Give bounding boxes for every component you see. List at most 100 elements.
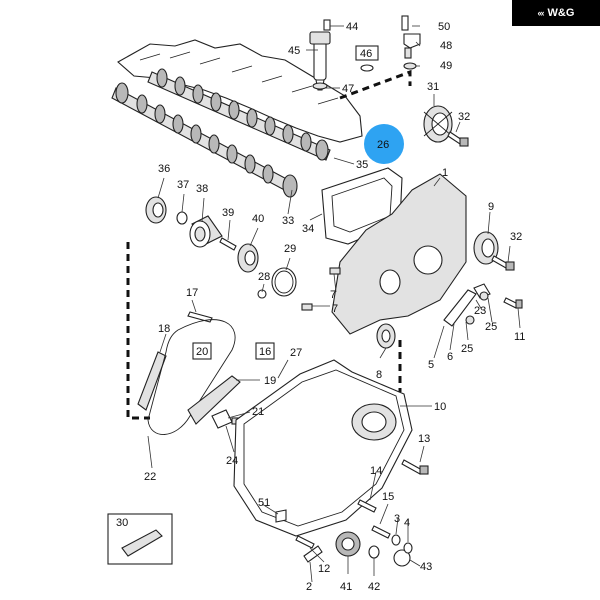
callout-43: 43 (420, 561, 432, 573)
callout-11: 11 (514, 331, 525, 343)
callout-40: 40 (252, 213, 264, 225)
callout-25-lower: 25 (461, 343, 473, 355)
callout-17: 17 (186, 287, 198, 299)
callout-14: 14 (370, 465, 382, 477)
callout-32-upper: 32 (458, 111, 470, 123)
callout-12: 12 (318, 563, 330, 575)
callout-22: 22 (144, 471, 156, 483)
sealant-box-30 (107, 513, 173, 565)
callout-46: 46 (360, 48, 372, 60)
callout-42: 42 (368, 581, 380, 593)
callout-20: 20 (196, 346, 208, 358)
sprocket-36 (145, 196, 167, 224)
bolt-12 (295, 535, 315, 549)
callout-18: 18 (158, 323, 170, 335)
callout-50: 50 (438, 21, 450, 33)
camshaft-upper (147, 68, 331, 161)
tensioner-23-25 (465, 283, 491, 325)
callout-32-lower: 32 (510, 231, 522, 243)
camshaft-lower (111, 82, 298, 198)
callout-25-upper: 25 (485, 321, 497, 333)
brand-logo: ‹‹‹ W&G (512, 0, 600, 26)
callout-21: 21 (252, 406, 264, 418)
bolt-14-15 (357, 499, 391, 539)
bracket-5 (443, 289, 477, 327)
bolt-13 (401, 459, 429, 475)
bracket-51 (275, 509, 287, 523)
callout-35: 35 (356, 159, 368, 171)
callout-33: 33 (282, 215, 294, 227)
callout-49: 49 (440, 60, 452, 72)
callout-36: 36 (158, 163, 170, 175)
kit-box-46 (355, 45, 379, 72)
kit-boundary-top (339, 69, 412, 100)
ring-42 (368, 545, 380, 559)
callout-28: 28 (258, 271, 270, 283)
clip-28 (257, 289, 267, 299)
callout-45: 45 (288, 45, 300, 57)
seal-43 (393, 549, 411, 567)
callout-6: 6 (447, 351, 453, 363)
rail-17 (187, 311, 213, 323)
sensor (401, 15, 421, 70)
callout-34: 34 (302, 223, 314, 235)
sprocket-9 (473, 231, 499, 265)
callout-41: 41 (340, 581, 352, 593)
callout-10: 10 (434, 401, 446, 413)
callout-16-box (255, 342, 275, 360)
callout-15: 15 (382, 491, 394, 503)
bearing-38 (189, 215, 223, 248)
callout-26: 26 (377, 139, 389, 151)
bolt-11 (503, 297, 523, 309)
callout-29: 29 (284, 243, 296, 255)
washers-3-4 (391, 534, 413, 554)
callout-51: 51 (258, 497, 270, 509)
callout-1: 1 (442, 167, 448, 179)
dowel-7 (301, 267, 341, 311)
callout-9: 9 (488, 201, 494, 213)
oring-29 (271, 267, 297, 297)
callout-44: 44 (346, 21, 358, 33)
callout-7-lower: 7 (332, 303, 338, 315)
timing-chain-20 (147, 319, 236, 435)
callout-38: 38 (196, 183, 208, 195)
vvt-sprocket-31 (423, 105, 453, 143)
guide-18 (137, 351, 167, 411)
brand-mark-icon: ‹‹‹ (537, 8, 545, 18)
callout-23: 23 (474, 305, 486, 317)
seal-ring-47 (312, 82, 328, 90)
callout-37: 37 (177, 179, 189, 191)
callout-4: 4 (404, 517, 410, 529)
callout-39: 39 (222, 207, 234, 219)
callout-5: 5 (428, 359, 434, 371)
sprocket-8 (376, 323, 396, 349)
seal-41 (335, 531, 361, 557)
callout-31: 31 (427, 81, 439, 93)
bolt-39 (219, 237, 237, 251)
timing-cover-upper (331, 173, 467, 335)
callout-27: 27 (290, 347, 302, 359)
bolt-2 (303, 545, 323, 563)
leader-lines (147, 25, 521, 583)
bolt-32-upper (447, 131, 469, 147)
vvt-solenoid (309, 19, 331, 91)
bolt-32-lower (491, 255, 515, 271)
callout-7-upper: 7 (330, 289, 336, 301)
callout-20-box (192, 342, 212, 360)
callout-8: 8 (376, 369, 382, 381)
callout-2: 2 (306, 581, 312, 593)
callout-48: 48 (440, 40, 452, 52)
callout-13: 13 (418, 433, 430, 445)
callout-3: 3 (394, 513, 400, 525)
highlight-bubble-26 (364, 124, 404, 164)
callout-labels: 44 45 46 47 48 49 50 31 32 26 35 36 37 3… (116, 21, 525, 593)
brand-text: W&G (547, 7, 575, 19)
callout-30: 30 (116, 517, 128, 529)
ring-37 (176, 211, 188, 225)
callout-24: 24 (226, 455, 238, 467)
callout-47: 47 (342, 83, 354, 95)
guide-19 (187, 375, 241, 425)
gear-40 (237, 243, 259, 273)
callout-19: 19 (264, 375, 276, 387)
